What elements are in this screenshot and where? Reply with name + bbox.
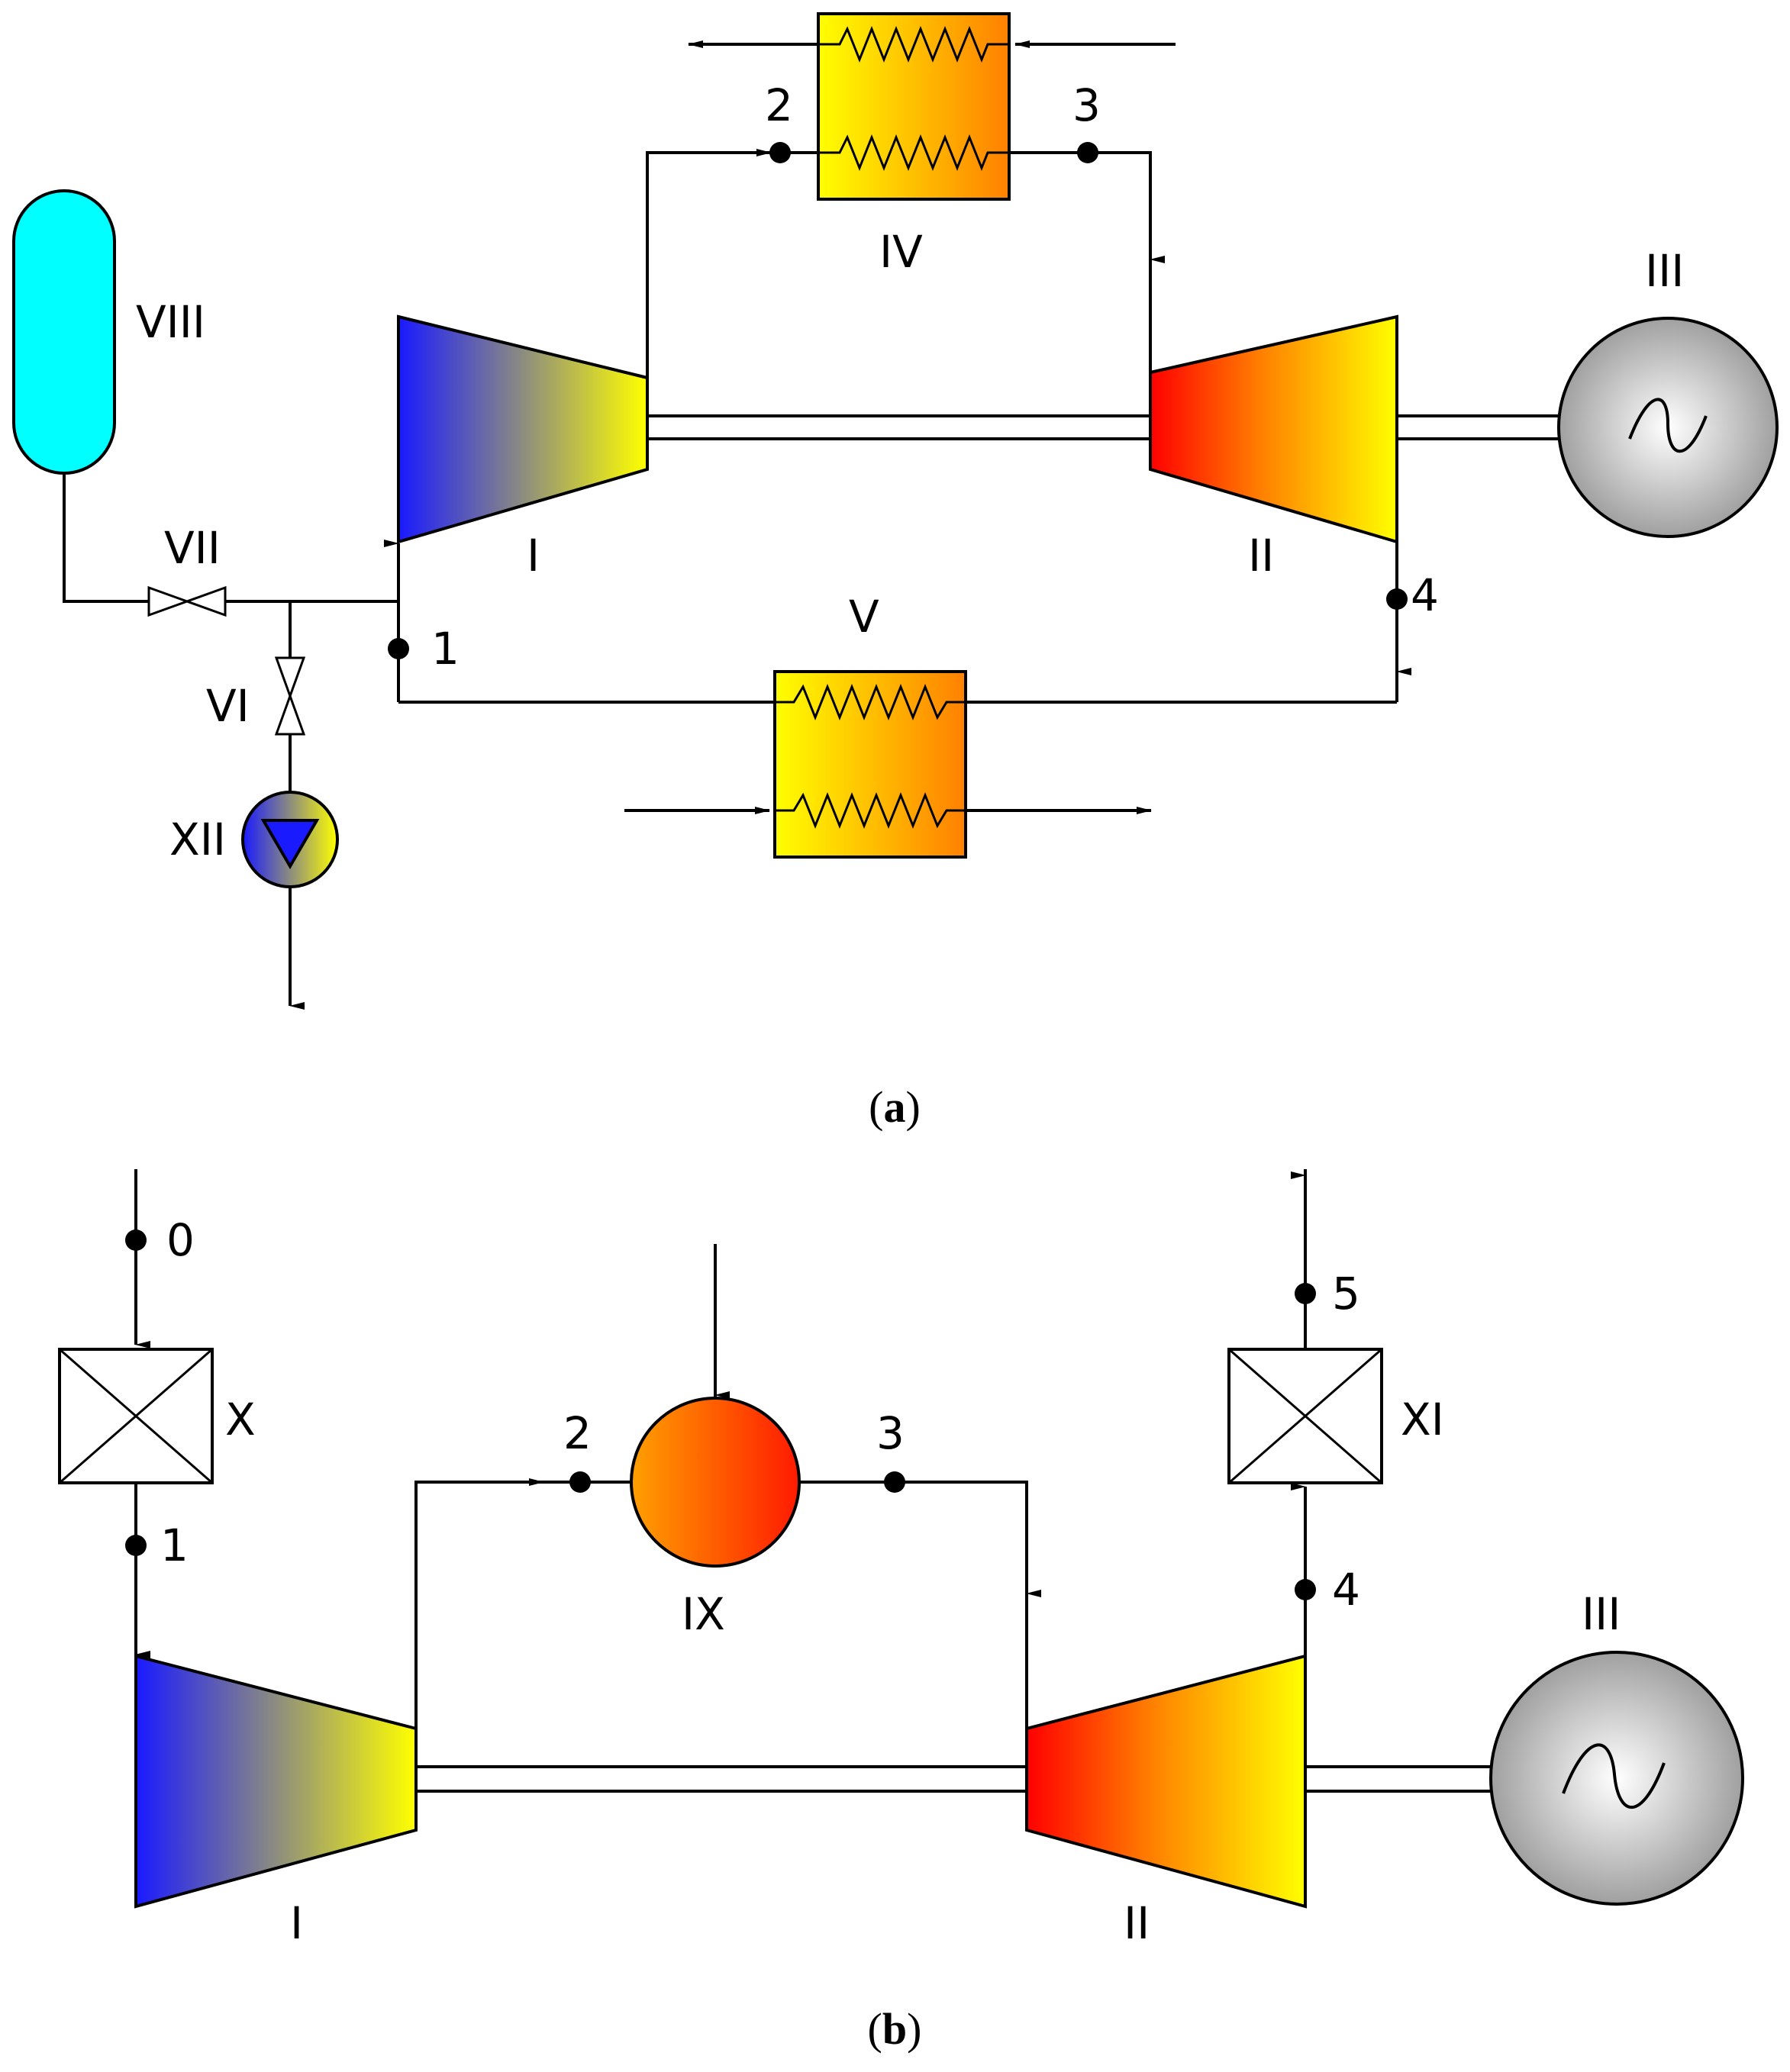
pump-xii [241,791,339,888]
label-turbine-ii: II [1248,530,1274,582]
sine-wave-icon-b [1562,1743,1666,1809]
caption-a: (a) [869,1082,921,1132]
heater-iv-upper-coil [818,25,1009,63]
label-point-1b: 1 [160,1519,189,1571]
turbine-ii-b [1025,1654,1307,1909]
heater-iv [817,12,1011,201]
label-generator-iii-b: III [1582,1588,1621,1640]
sine-wave-icon [1628,398,1708,453]
crossed-box-icon-b [1227,1348,1383,1484]
label-combustor-ix: IX [682,1588,725,1640]
shaft-a [647,414,1150,440]
valve-vi-icon [274,656,306,736]
label-point-3: 3 [1072,79,1101,131]
label-point-1: 1 [431,623,460,675]
label-cooler-v: V [849,591,879,643]
tank-viii [12,189,116,475]
point-2b-marker [569,1471,591,1493]
triangle-pump-icon [260,819,320,869]
label-point-5: 5 [1332,1268,1360,1320]
label-tank-viii: VIII [136,296,205,348]
point-5-marker [1295,1283,1316,1304]
point-4-marker [1386,588,1408,610]
point-0-marker [125,1229,147,1251]
diagram-a: VIII VII VI XII I 1 [12,12,1779,1132]
label-point-0: 0 [166,1214,195,1266]
point-4b-marker [1295,1579,1316,1600]
point-2-marker [769,142,791,163]
heater-iv-lower-coil [818,134,1009,172]
shaft-b-generator [1305,1765,1492,1793]
shaft-a-generator [1397,414,1559,440]
label-compressor-i: I [527,530,540,582]
compressor-i-b [134,1654,418,1909]
label-valve-vii: VII [164,522,221,574]
shaft-b [416,1765,1027,1793]
label-point-4b: 4 [1332,1564,1360,1616]
label-point-2b: 2 [563,1407,592,1459]
label-valve-vi: VI [206,680,250,732]
label-point-3b: 3 [876,1407,905,1459]
label-pump-xii: XII [169,814,226,865]
point-3b-marker [884,1471,905,1493]
pipe-compressor-to-combustor [414,1478,544,1729]
turbine-ii [1149,314,1398,544]
pipe-compressor-to-heater [646,149,772,378]
point-3-marker [1077,142,1098,163]
crossed-box-icon [58,1348,214,1484]
generator-iii-b [1489,1651,1744,1906]
compressor-i [397,314,649,544]
label-filter-x: X [225,1394,256,1445]
valve-vii-icon [147,585,227,617]
pipe-tank-down [63,473,149,603]
diagram-b: 0 X 1 I 2 IX 3 [58,1169,1744,2054]
caption-b: (b) [868,2004,922,2054]
point-1-marker [388,638,409,659]
cooler-v-lower-coil [775,791,966,830]
point-1b-marker [125,1535,147,1556]
label-generator-iii: III [1645,245,1684,297]
label-filter-xi: XI [1401,1394,1444,1445]
label-point-2: 2 [765,79,793,131]
label-turbine-ii-b: II [1124,1897,1150,1949]
label-heater-iv: IV [879,226,923,278]
combustor-ix [630,1397,801,1568]
cooler-v-upper-coil [775,683,966,721]
label-point-4: 4 [1411,569,1439,621]
label-compressor-i-b: I [290,1897,303,1949]
